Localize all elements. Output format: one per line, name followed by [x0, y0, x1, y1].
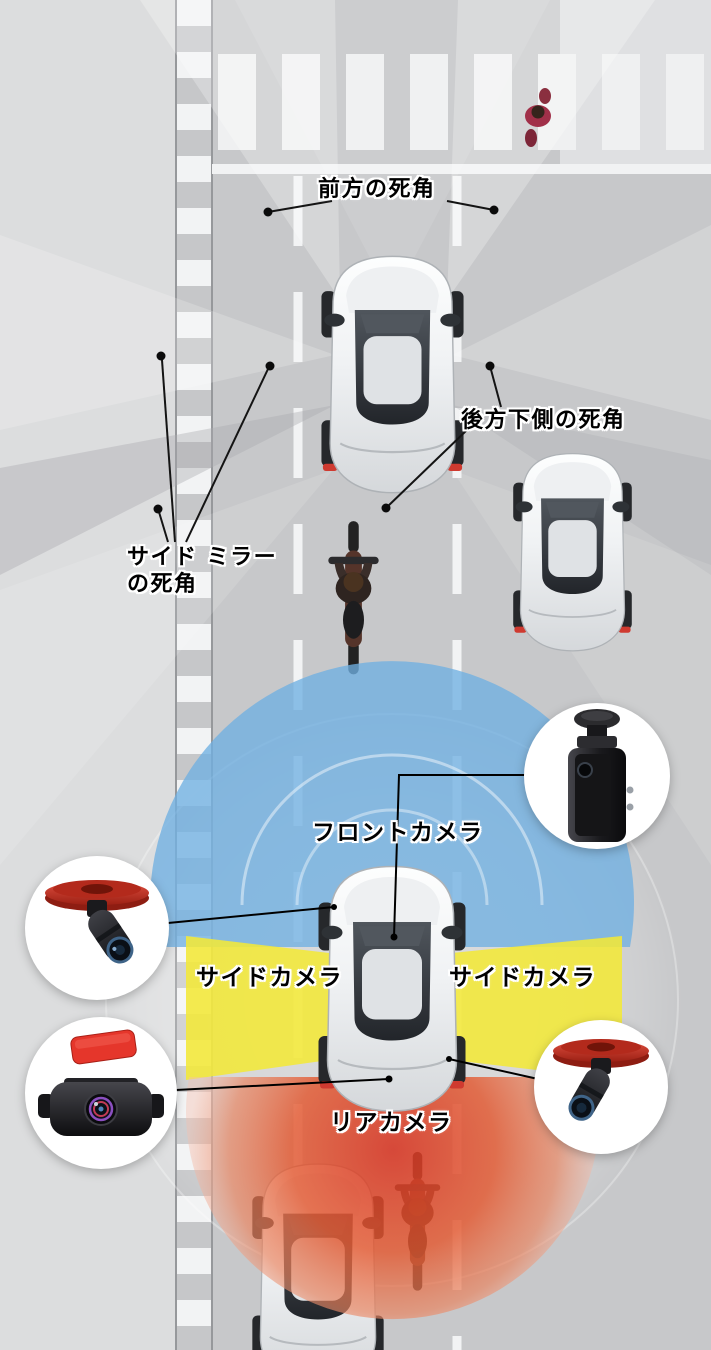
dashcam-icon	[568, 709, 634, 842]
side-camera-product-right	[534, 1020, 668, 1154]
side-mirror-blind-spot-line1: サイド ミラー	[127, 545, 278, 570]
rear-camera-coverage-zone	[186, 1077, 600, 1320]
side-camera-left-label: サイドカメラ	[196, 965, 343, 991]
pedestrian-crossing	[218, 54, 704, 150]
blind-spot-dots	[153, 205, 499, 514]
side-mirror-blind-spot-label: サイド ミラー の死角	[127, 544, 277, 598]
side-camera-icon	[45, 880, 149, 964]
front-camera-label: フロントカメラ	[312, 820, 484, 846]
stop-line	[212, 164, 711, 174]
side-camera-coverage-zone-left	[186, 936, 329, 1080]
side-camera-right-label: サイドカメラ	[449, 965, 596, 991]
rear-camera-product	[25, 1017, 177, 1169]
rear-lower-blind-spot-label: 後方下側の死角	[461, 408, 626, 433]
front-blind-spot-label: 前方の死角	[318, 177, 436, 202]
rear-camera-label: リアカメラ	[330, 1110, 453, 1136]
side-camera-icon	[553, 1039, 649, 1121]
blind-spot-callouts	[158, 200, 502, 543]
side-mirror-blind-spot-line2: の死角	[127, 572, 198, 597]
side-camera-product-left	[25, 856, 169, 1000]
front-camera-coverage-zone	[149, 661, 634, 947]
camera-callout-lines	[167, 774, 539, 1091]
car-right-icon	[512, 452, 633, 652]
car-top-icon	[320, 255, 465, 494]
vision-beams	[0, 0, 711, 575]
rear-camera-icon	[38, 1029, 164, 1136]
front-camera-product	[524, 703, 670, 849]
